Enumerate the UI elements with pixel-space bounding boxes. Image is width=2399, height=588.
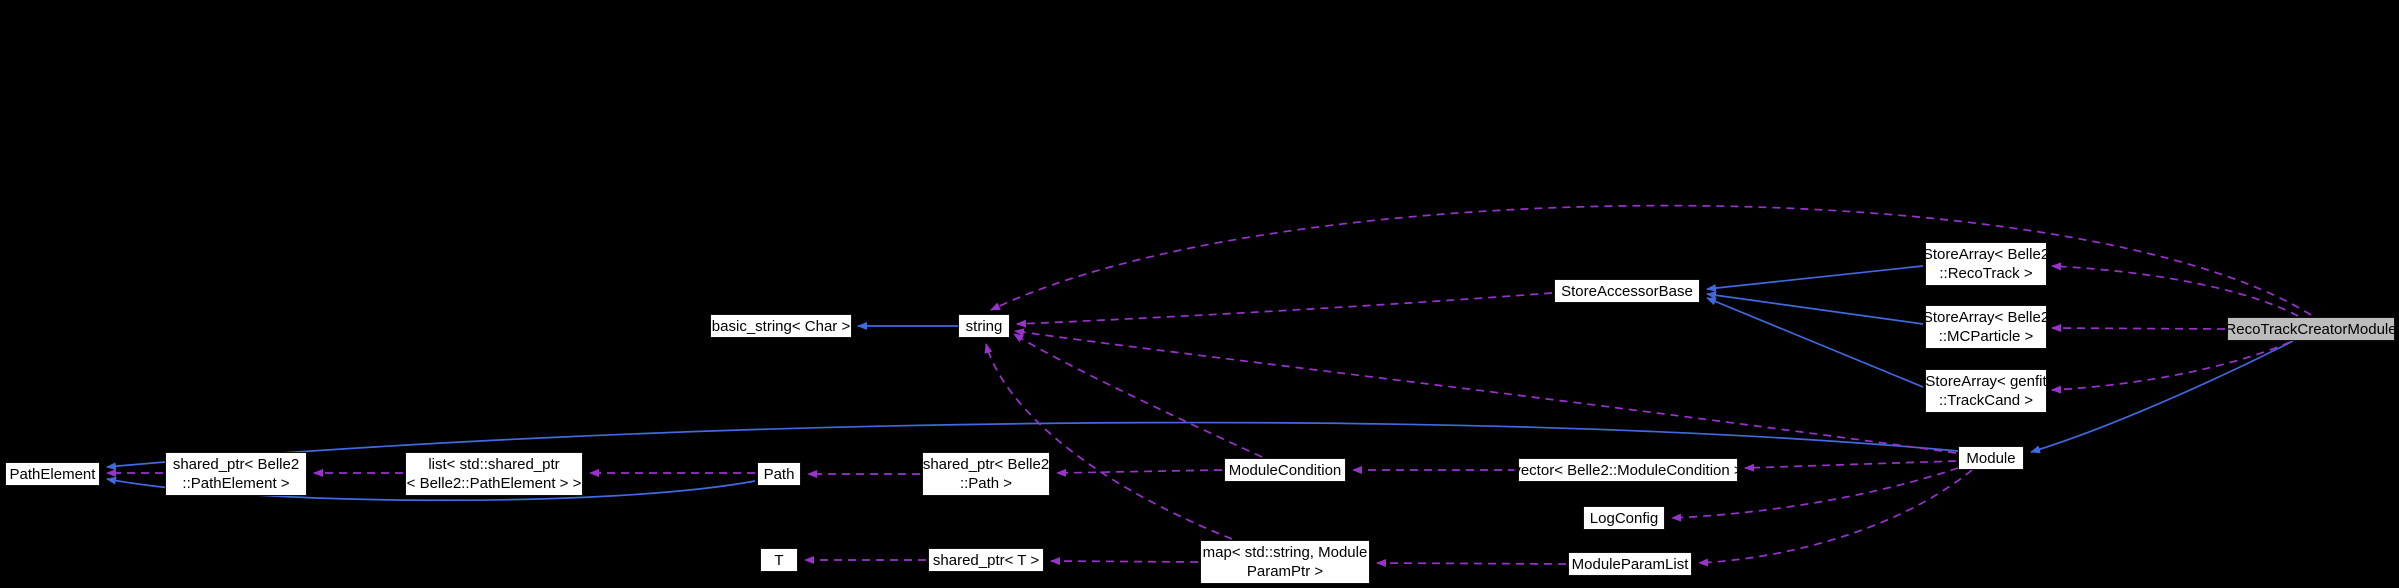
node-label-line: map< std::string, Module bbox=[1202, 544, 1368, 561]
node-label-line: StoreAccessorBase bbox=[1561, 282, 1693, 300]
edge-modulecondition-to-shared-ptr-path bbox=[1056, 468, 1223, 477]
node-label-line: LogConfig bbox=[1589, 509, 1659, 527]
edge-recotrackcreatormodule-to-storearray-trackcand bbox=[2051, 341, 2291, 394]
node-label-line: ::MCParticle > bbox=[1938, 328, 2034, 345]
edge-module-to-pathelement bbox=[106, 421, 1959, 471]
node-label-line: RecoTrackCreatorModule bbox=[2225, 320, 2397, 338]
node-label-line: shared_ptr< T > bbox=[932, 551, 1040, 569]
edge-module-to-moduleparamlist bbox=[1698, 469, 1973, 567]
node-string[interactable]: string bbox=[958, 314, 1010, 338]
edge-map-to-string bbox=[984, 343, 1233, 540]
node-recotrackcreatormodule[interactable]: RecoTrackCreatorModule bbox=[2225, 317, 2397, 341]
edge-recotrackcreatormodule-to-storearray-recotrack bbox=[2051, 262, 2299, 317]
node-shared-ptr-belle2-pathelement[interactable]: shared_ptr< Belle2::PathElement > bbox=[165, 452, 307, 496]
node-label-line: StoreArray< Belle2 bbox=[1922, 246, 2050, 263]
edge-map-to-shared-ptr-t bbox=[1050, 557, 1199, 566]
edge-storearray-mcparticle-to-storeaccessorbase bbox=[1706, 291, 1924, 325]
node-label-line: ModuleCondition bbox=[1228, 461, 1342, 479]
node-label-line: Path bbox=[763, 465, 795, 483]
node-moduleparamlist[interactable]: ModuleParamList bbox=[1568, 552, 1692, 576]
node-label-line: list< std::shared_ptr bbox=[428, 456, 560, 473]
node-pathelement[interactable]: PathElement bbox=[5, 462, 100, 486]
node-shared-ptr-belle2-path[interactable]: shared_ptr< Belle2::Path > bbox=[922, 452, 1050, 496]
node-label-line: T bbox=[774, 551, 784, 569]
node-label-line: shared_ptr< Belle2 bbox=[922, 456, 1050, 473]
node-label-line: StoreArray< Belle2 bbox=[1922, 309, 2050, 326]
node-label-line: ::RecoTrack > bbox=[1939, 265, 2033, 282]
edge-storearray-trackcand-to-storeaccessorbase bbox=[1706, 297, 1924, 388]
node-label-line: Module bbox=[1966, 449, 2016, 467]
node-label-line: < Belle2::PathElement > > bbox=[406, 475, 582, 492]
node-storeaccessorbase[interactable]: StoreAccessorBase bbox=[1554, 279, 1700, 303]
node-label-line: ::PathElement > bbox=[182, 475, 290, 492]
node-label-line: vector< Belle2::ModuleCondition > bbox=[1513, 461, 1743, 479]
node-label-line: PathElement bbox=[9, 465, 96, 483]
node-label-line: basic_string< Char > bbox=[711, 317, 851, 335]
edge-module-to-string bbox=[1014, 328, 1957, 454]
edge-module-to-vector bbox=[1744, 460, 1957, 472]
edge-moduleparamlist-to-map bbox=[1376, 559, 1567, 568]
node-storearray-belle2-recotrack[interactable]: StoreArray< Belle2::RecoTrack > bbox=[1922, 242, 2050, 286]
node-module[interactable]: Module bbox=[1958, 446, 2024, 470]
node-list-shared-ptr-belle2-pathelement[interactable]: list< std::shared_ptr< Belle2::PathEleme… bbox=[405, 452, 583, 496]
node-storearray-genfit-trackcand[interactable]: StoreArray< genfit::TrackCand > bbox=[1925, 369, 2047, 413]
edge-module-to-logconfig bbox=[1671, 467, 1959, 522]
node-vector-belle2-modulecondition[interactable]: vector< Belle2::ModuleCondition > bbox=[1513, 458, 1743, 482]
node-label-line: ModuleParamList bbox=[1571, 555, 1689, 573]
edge-recotrackcreatormodule-to-module bbox=[2030, 340, 2294, 454]
node-label-line: ::Path > bbox=[959, 475, 1013, 492]
node-label-line: shared_ptr< Belle2 bbox=[172, 456, 300, 473]
node-logconfig[interactable]: LogConfig bbox=[1583, 506, 1665, 530]
edge-recotrackcreatormodule-to-string bbox=[990, 204, 2312, 316]
node-label-line: string bbox=[965, 317, 1003, 335]
node-shared-ptr-t[interactable]: shared_ptr< T > bbox=[928, 548, 1044, 572]
edge-modulecondition-to-string bbox=[1013, 333, 1263, 458]
edge-storearray-recotrack-to-storeaccessorbase bbox=[1706, 265, 1924, 293]
node-t[interactable]: T bbox=[760, 548, 798, 572]
node-label-line: ParamPtr > bbox=[1246, 563, 1324, 580]
edge-storeaccessorbase-to-string bbox=[1016, 292, 1553, 328]
node-basic-string-char[interactable]: basic_string< Char > bbox=[710, 314, 852, 338]
node-modulecondition[interactable]: ModuleCondition bbox=[1224, 458, 1346, 482]
node-label-line: ::TrackCand > bbox=[1938, 392, 2034, 409]
node-storearray-belle2-mcparticle[interactable]: StoreArray< Belle2::MCParticle > bbox=[1922, 305, 2050, 349]
node-label-line: StoreArray< genfit bbox=[1925, 373, 2047, 390]
edge-recotrackcreatormodule-to-storearray-mcparticle bbox=[2051, 324, 2226, 333]
node-path[interactable]: Path bbox=[757, 462, 801, 486]
